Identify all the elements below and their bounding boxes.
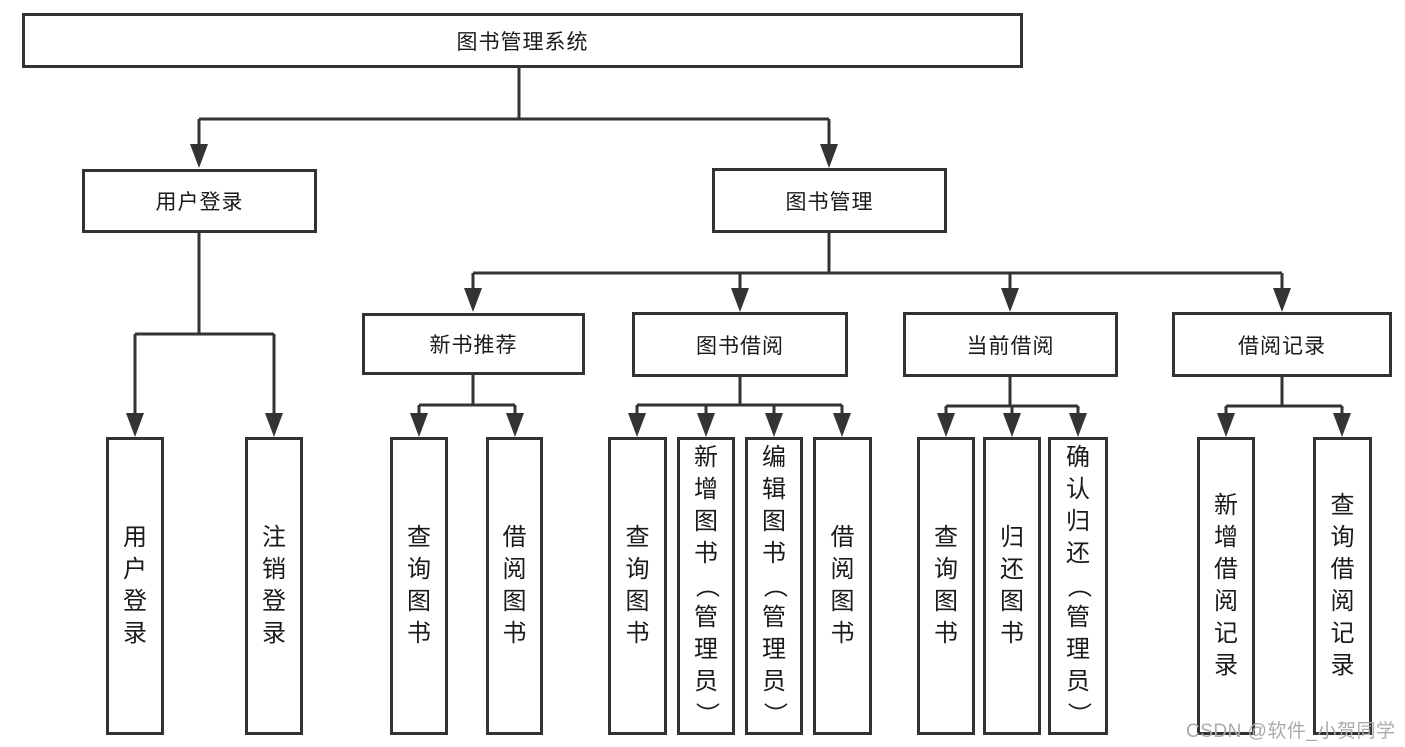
leaf-add-books-admin: 新增图书（管理员） — [677, 437, 735, 735]
node-borrowing-records-label: 借阅记录 — [1238, 334, 1326, 358]
node-book-management: 图书管理 — [712, 168, 947, 233]
node-root: 图书管理系统 — [22, 13, 1023, 68]
node-borrowing-records: 借阅记录 — [1172, 312, 1392, 377]
node-current-borrowing-label: 当前借阅 — [966, 334, 1055, 358]
leaf-return-books-label: 归还图书 — [1000, 524, 1024, 647]
leaf-borrow-books-borrowing-label: 借阅图书 — [830, 524, 855, 647]
node-book-borrowing: 图书借阅 — [632, 312, 848, 377]
leaf-add-books-admin-label: 新增图书（管理员） — [693, 444, 720, 727]
node-new-book-recommendation: 新书推荐 — [362, 313, 585, 375]
leaf-confirm-return-admin-label: 确认归还（管理员） — [1065, 444, 1092, 727]
watermark: CSDN @软件_小贺同学 — [1186, 721, 1396, 742]
leaf-borrow-books-recommend: 借阅图书 — [486, 437, 543, 735]
leaf-return-books: 归还图书 — [983, 437, 1041, 735]
leaf-query-books-borrowing-label: 查询图书 — [625, 524, 650, 647]
leaf-query-borrow-record: 查询借阅记录 — [1313, 437, 1372, 735]
leaf-logout-label: 注销登录 — [262, 524, 286, 647]
leaf-query-books-recommend-label: 查询图书 — [407, 524, 431, 647]
node-new-book-recommendation-label: 新书推荐 — [429, 334, 518, 357]
leaf-user-login: 用户登录 — [106, 437, 164, 735]
leaf-query-books-current: 查询图书 — [917, 437, 975, 735]
leaf-query-books-recommend: 查询图书 — [390, 437, 448, 735]
leaf-borrow-books-recommend-label: 借阅图书 — [502, 524, 527, 647]
node-user-login: 用户登录 — [82, 169, 317, 233]
leaf-query-borrow-record-label: 查询借阅记录 — [1330, 492, 1355, 679]
leaf-query-books-current-label: 查询图书 — [934, 524, 958, 647]
node-user-login-label: 用户登录 — [155, 191, 244, 214]
leaf-add-borrow-record-label: 新增借阅记录 — [1214, 492, 1238, 679]
leaf-edit-books-admin: 编辑图书（管理员） — [745, 437, 803, 735]
leaf-query-books-borrowing: 查询图书 — [608, 437, 667, 735]
leaf-user-login-label: 用户登录 — [123, 524, 147, 647]
leaf-borrow-books-borrowing: 借阅图书 — [813, 437, 872, 735]
node-book-management-label: 图书管理 — [785, 190, 874, 214]
node-book-borrowing-label: 图书借阅 — [696, 334, 784, 358]
leaf-edit-books-admin-label: 编辑图书（管理员） — [761, 444, 788, 727]
leaf-add-borrow-record: 新增借阅记录 — [1197, 437, 1255, 735]
leaf-confirm-return-admin: 确认归还（管理员） — [1048, 437, 1108, 735]
node-root-label: 图书管理系统 — [456, 30, 589, 54]
leaf-logout: 注销登录 — [245, 437, 303, 735]
node-current-borrowing: 当前借阅 — [903, 312, 1118, 377]
